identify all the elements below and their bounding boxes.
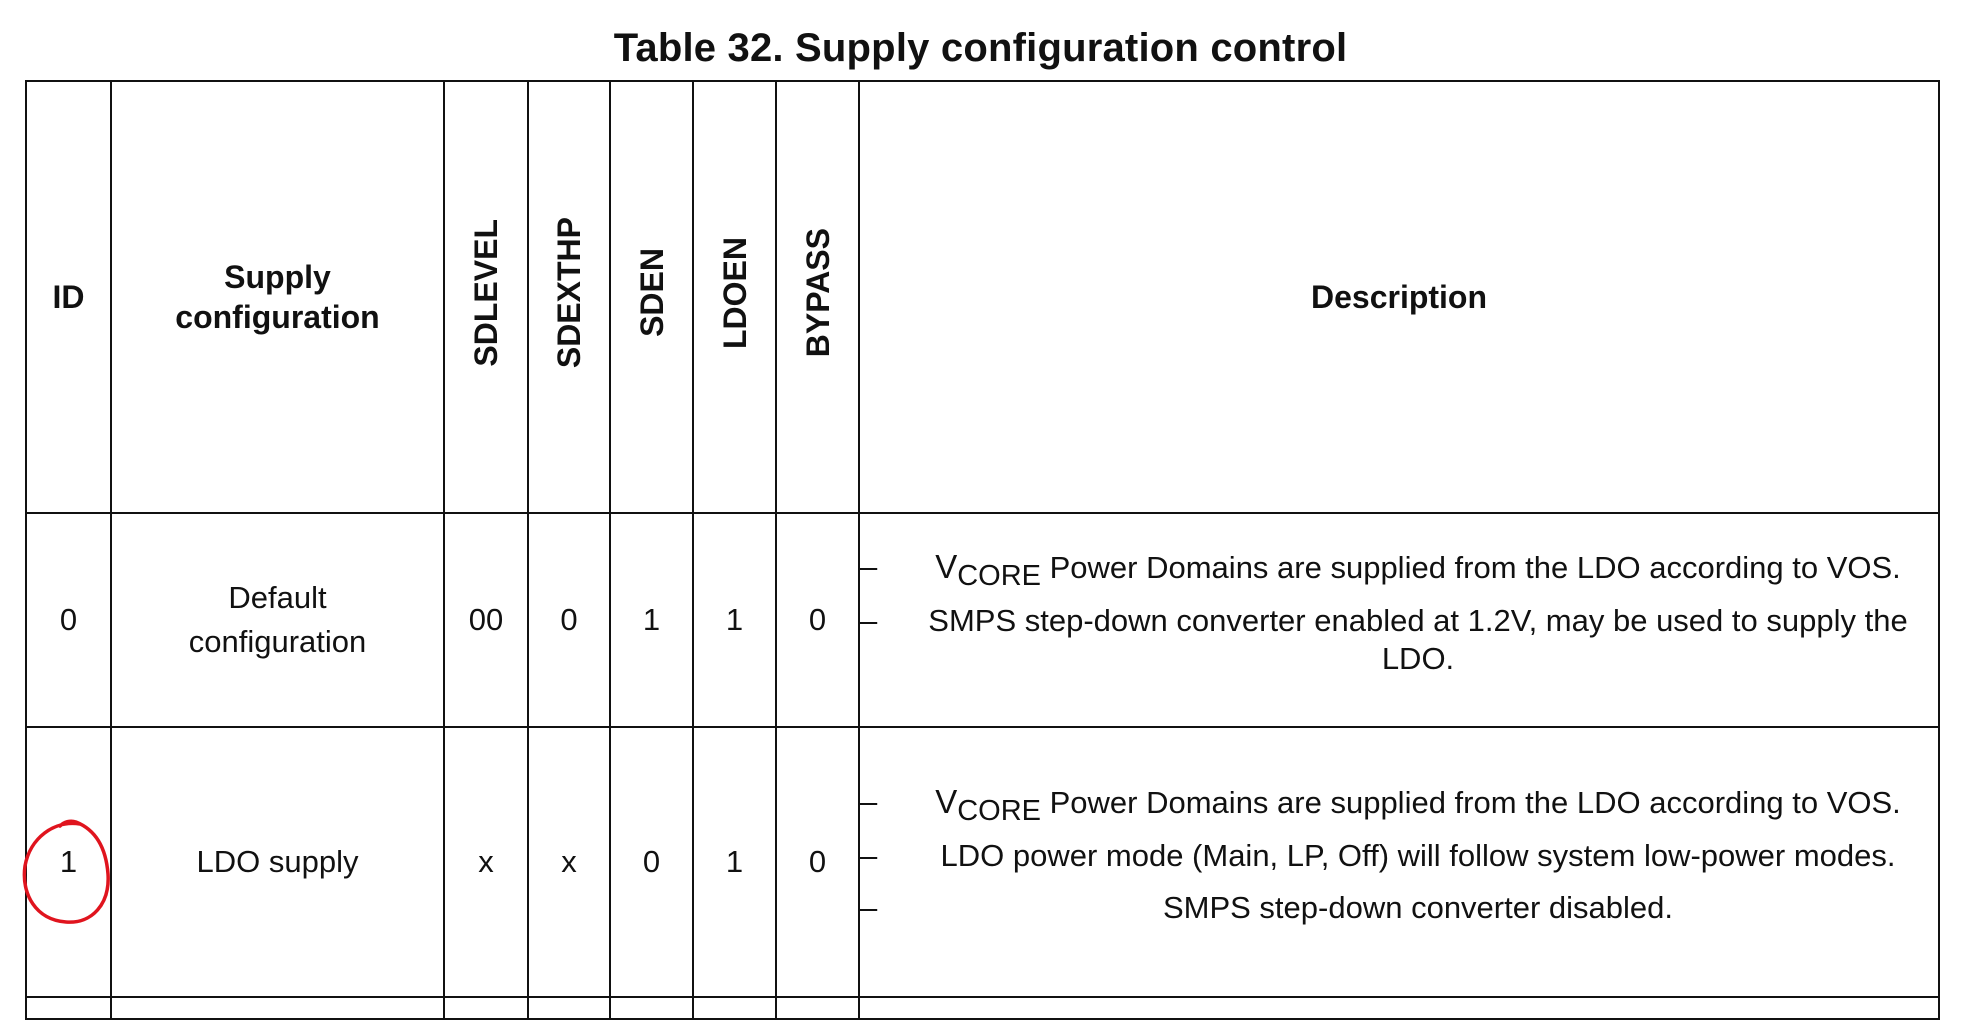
table-header-row: ID Supply configuration SDLEVEL SDEXTHP …: [25, 80, 1940, 514]
table-title: Table 32. Supply configuration control: [613, 26, 1348, 70]
col-header-description: Description: [858, 80, 1940, 514]
cell-id: 1: [25, 726, 112, 998]
col-header-sdexthp: SDEXTHP: [551, 216, 587, 369]
cell-sdexthp: x: [527, 726, 611, 998]
col-header-supply-line2: configuration: [175, 299, 380, 335]
cell-ldoen: 1: [692, 512, 777, 728]
cell-bypass: 0: [775, 512, 860, 728]
cell-ldoen: 1: [692, 726, 777, 998]
col-header-bypass-cell: BYPASS: [775, 80, 860, 514]
cell-supply-configuration: Default configuration: [110, 512, 445, 728]
cell-sdexthp: 0: [527, 512, 611, 728]
dash-bullet: –: [860, 603, 878, 638]
col-header-ldoen: LDOEN: [716, 236, 753, 349]
vcore-symbol: V: [935, 783, 958, 820]
cell-config-line2: configuration: [188, 624, 367, 659]
supply-configuration-table: ID Supply configuration SDLEVEL SDEXTHP …: [25, 80, 1940, 1020]
table-row: 0 Default configuration 00 0 1 1 0 – VCOR…: [25, 512, 1940, 728]
col-header-supply-line1: Supply: [224, 259, 331, 295]
cell-id: 0: [25, 512, 112, 728]
description-text: Power Domains are supplied from the LDO …: [1041, 785, 1901, 820]
description-item: – VCORE Power Domains are supplied from t…: [860, 783, 1938, 827]
dash-bullet: –: [860, 549, 878, 584]
vcore-subscript: CORE: [957, 795, 1042, 827]
description-text: SMPS step-down converter enabled at 1.2V…: [928, 603, 1908, 676]
description-text: LDO power mode (Main, LP, Off) will foll…: [940, 838, 1896, 873]
dash-bullet: –: [860, 838, 878, 873]
description-item: – VCORE Power Domains are supplied from t…: [860, 548, 1938, 592]
description-item: – SMPS step-down converter enabled at 1.2…: [860, 602, 1938, 678]
description-text: SMPS step-down converter disabled.: [1162, 890, 1674, 925]
col-header-sdlevel-cell: SDLEVEL: [443, 80, 529, 514]
cell-sden: 1: [609, 512, 694, 728]
dash-bullet: –: [860, 784, 878, 819]
description-text: Power Domains are supplied from the LDO …: [1041, 550, 1901, 585]
col-header-sdlevel: SDLEVEL: [468, 218, 504, 367]
cell-supply-configuration: LDO supply: [110, 726, 445, 998]
cell-description: – VCORE Power Domains are supplied from t…: [858, 726, 1940, 998]
col-header-bypass: BYPASS: [799, 227, 836, 358]
vcore-symbol: V: [935, 548, 958, 585]
description-list: – VCORE Power Domains are supplied from t…: [860, 548, 1938, 678]
vcore-subscript: CORE: [957, 560, 1042, 592]
cell-config-line1: Default: [228, 580, 327, 615]
cell-sdlevel: x: [443, 726, 529, 998]
cell-bypass: 0: [775, 726, 860, 998]
col-header-supply-configuration: Supply configuration: [110, 80, 445, 514]
col-header-sden-cell: SDEN: [609, 80, 694, 514]
description-list: – VCORE Power Domains are supplied from t…: [860, 783, 1938, 927]
description-item: – SMPS step-down converter disabled.: [860, 889, 1938, 927]
col-header-sdexthp-cell: SDEXTHP: [527, 80, 611, 514]
dash-bullet: –: [860, 890, 878, 925]
col-header-ldoen-cell: LDOEN: [692, 80, 777, 514]
cell-sdlevel: 00: [443, 512, 529, 728]
col-header-id: ID: [25, 80, 112, 514]
cell-sden: 0: [609, 726, 694, 998]
cell-description: – VCORE Power Domains are supplied from t…: [858, 512, 1940, 728]
description-item: – LDO power mode (Main, LP, Off) will fol…: [860, 837, 1938, 875]
table-row: 1 LDO supply x x 0 1 0 – VCORE Power Doma…: [25, 726, 1940, 998]
col-header-sden: SDEN: [633, 248, 670, 337]
